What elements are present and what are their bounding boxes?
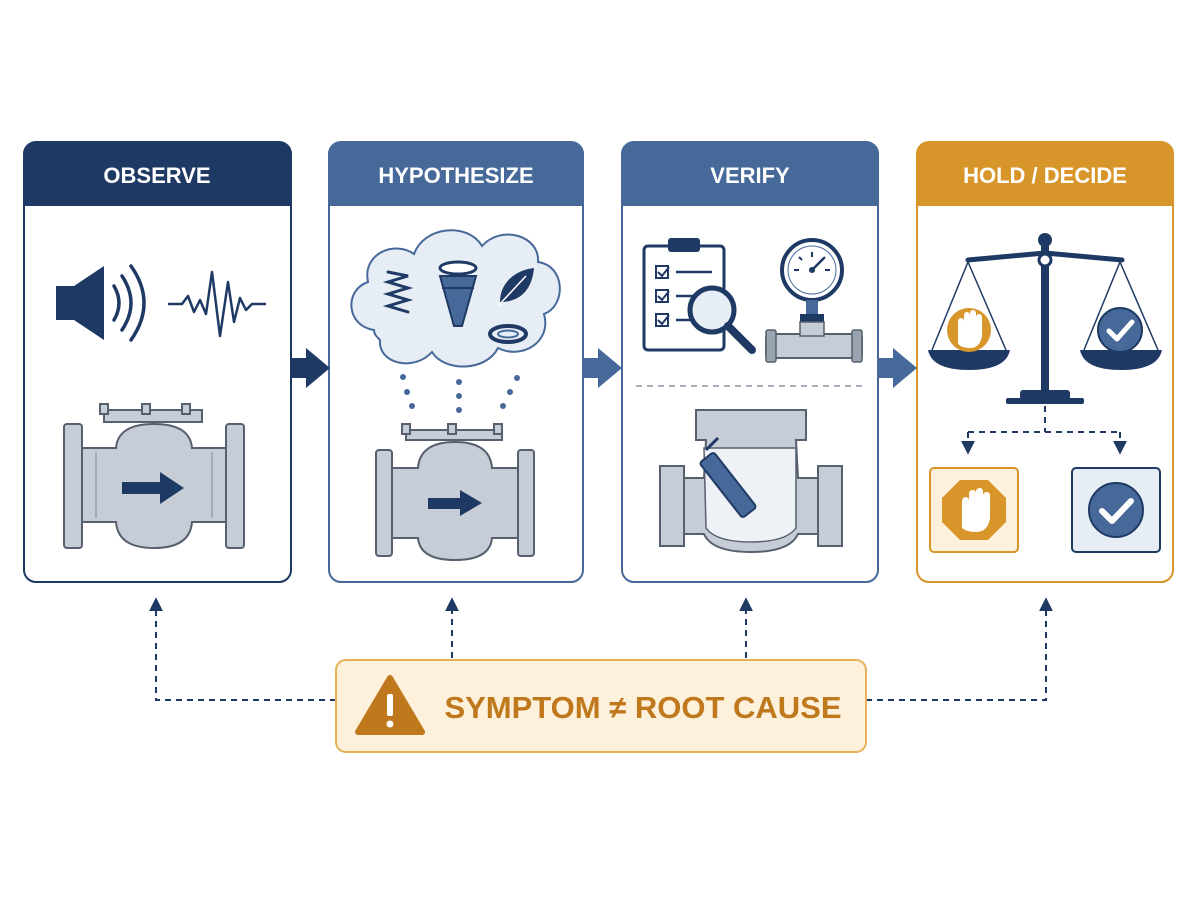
check-valve-icon <box>375 423 535 562</box>
flow-arrow-2 <box>584 348 622 388</box>
waveform-icon <box>168 270 266 338</box>
stage-title-verify: VERIFY <box>710 163 790 188</box>
pressure-gauge-icon <box>765 238 863 363</box>
warning-triangle-icon <box>355 675 425 735</box>
decision-branch-connector <box>961 406 1127 455</box>
speaker-icon <box>56 264 146 342</box>
flow-arrow-1 <box>292 348 330 388</box>
leaf-debris-icon <box>497 268 534 307</box>
feedback-loop-connectors <box>149 597 1053 701</box>
banner-text: SYMPTOM ≠ ROOT CAUSE <box>444 690 841 725</box>
hold-option-box <box>929 467 1019 553</box>
seal-ring-icon <box>488 324 528 344</box>
proceed-option-box <box>1071 467 1161 553</box>
wedge-filter-icon <box>438 260 478 327</box>
balance-scale-icon <box>928 233 1162 404</box>
spring-icon <box>382 270 414 314</box>
stage-title-observe: OBSERVE <box>103 163 210 188</box>
hand-stop-icon <box>947 308 991 352</box>
checkmark-icon <box>1097 307 1143 353</box>
flow-arrow-icon <box>122 472 184 504</box>
magnifier-icon <box>687 285 756 354</box>
warning-banner: SYMPTOM ≠ ROOT CAUSE <box>335 659 867 753</box>
stage-title-hypothesize: HYPOTHESIZE <box>378 163 533 188</box>
checkmark-icon <box>1099 498 1134 524</box>
flow-arrow-3 <box>879 348 917 388</box>
hand-stop-icon <box>962 488 990 532</box>
valve-cross-section-icon <box>659 409 843 554</box>
stage-title-hold-decide: HOLD / DECIDE <box>963 163 1127 188</box>
